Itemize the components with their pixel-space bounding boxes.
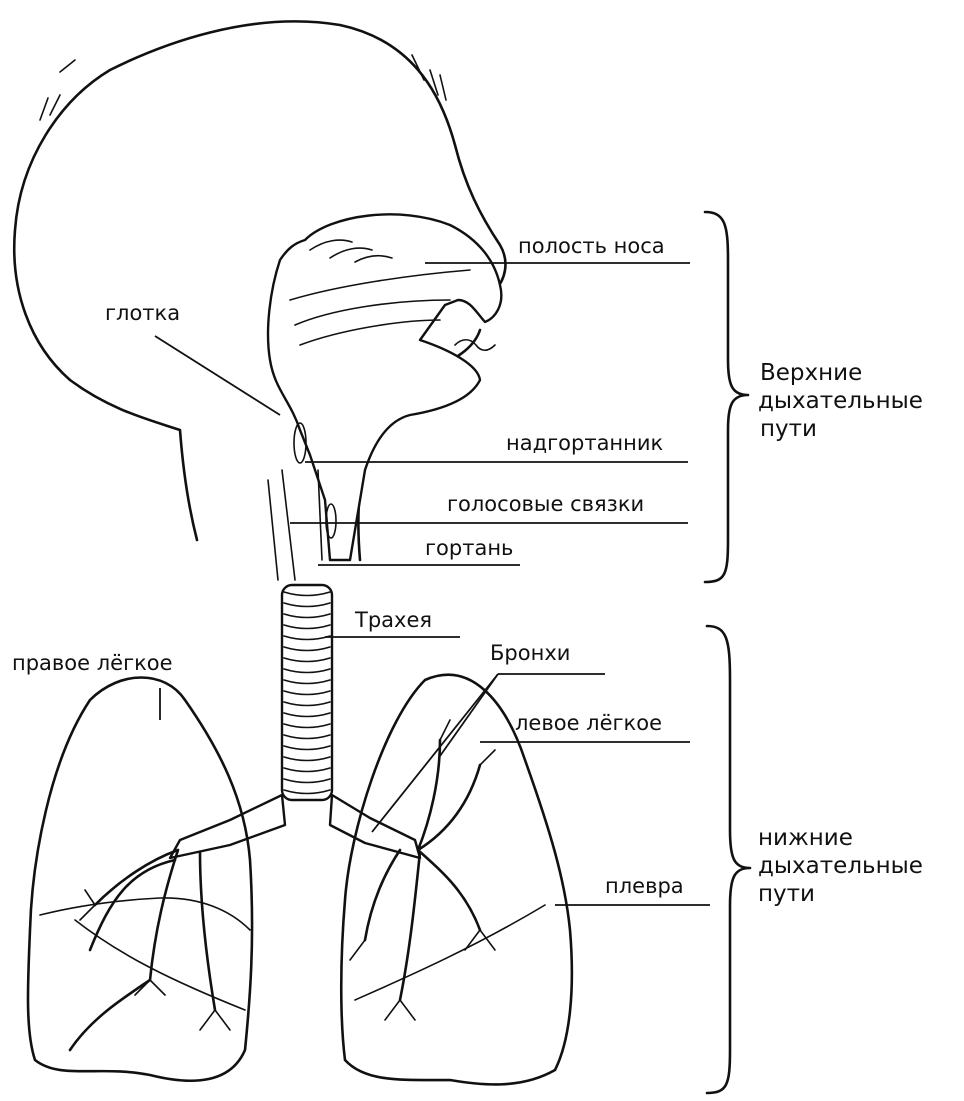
bronchi-label: Бронхи bbox=[490, 641, 570, 665]
upper-airways-line-3: пути bbox=[760, 416, 817, 442]
left-lung-shape bbox=[341, 675, 572, 1085]
vocal-cords-label: голосовые связки bbox=[447, 492, 644, 516]
right-lung-shape bbox=[28, 678, 252, 1081]
left-lung-label: левое лёгкое bbox=[515, 711, 662, 735]
trachea-label: Трахея bbox=[354, 608, 432, 632]
upper-airways-label: Верхние дыхательные пути bbox=[758, 360, 923, 442]
upper-airway bbox=[268, 214, 501, 580]
epiglottis-label: надгортанник bbox=[506, 431, 663, 455]
upper-airways-line-2: дыхательные bbox=[758, 388, 923, 414]
lower-airways-line-3: пути bbox=[758, 881, 815, 907]
larynx-label: гортань bbox=[425, 536, 513, 560]
lower-airways-brace bbox=[707, 626, 750, 1093]
pleura-label: плевра bbox=[605, 874, 684, 898]
pharynx-label: глотка bbox=[105, 301, 180, 325]
upper-airways-brace bbox=[705, 212, 748, 582]
nasal-cavity-label: полость носа bbox=[518, 234, 665, 258]
lower-airways-line-1: нижние bbox=[758, 825, 853, 851]
upper-airways-line-1: Верхние bbox=[760, 360, 862, 386]
lower-airways-label: нижние дыхательные пути bbox=[758, 825, 923, 907]
trachea-shape bbox=[282, 585, 332, 800]
lower-airways-line-2: дыхательные bbox=[758, 853, 923, 879]
right-lung-label: правое лёгкое bbox=[12, 651, 173, 675]
